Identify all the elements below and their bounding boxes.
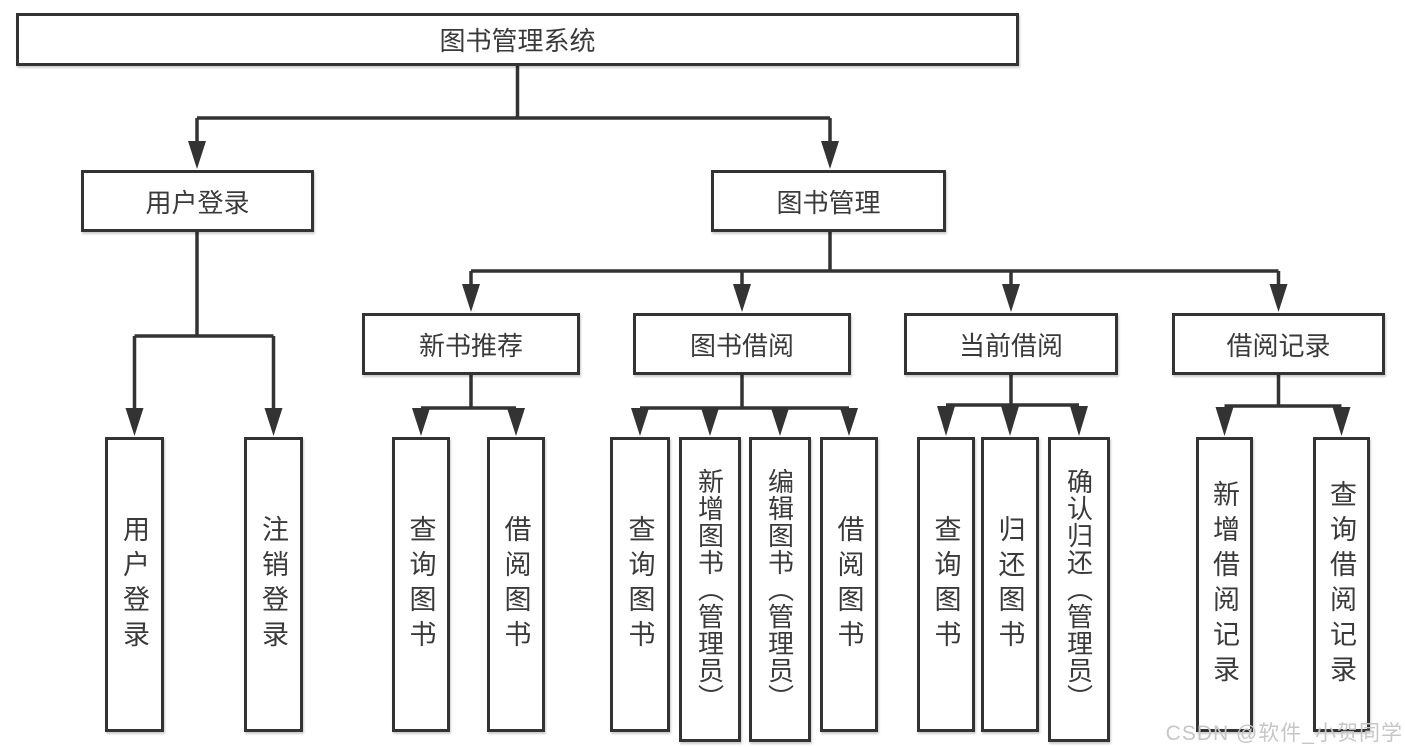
node-current-borrowing: 当前借阅	[904, 313, 1118, 375]
node-new-book-recommendation-label: 新书推荐	[418, 330, 523, 361]
leaf-return-books-label: 归还图书	[994, 514, 1025, 655]
node-book-borrowing: 图书借阅	[633, 313, 851, 375]
node-book-borrowing-label: 图书借阅	[689, 330, 794, 361]
node-book-management: 图书管理	[711, 170, 946, 232]
leaf-confirm-return-admin-label: 确认归还（管理员）	[1063, 468, 1094, 711]
leaf-borrow-books-newbook: 借阅图书	[487, 437, 545, 732]
leaf-borrow-books-newbook-label: 借阅图书	[500, 514, 531, 655]
leaf-edit-books-admin: 编辑图书（管理员）	[749, 437, 811, 742]
leaf-user-login: 用户登录	[105, 437, 164, 732]
leaf-add-books-admin-label: 新增图书（管理员）	[694, 468, 725, 711]
leaf-confirm-return-admin: 确认归还（管理员）	[1048, 437, 1110, 742]
node-current-borrowing-label: 当前借阅	[958, 330, 1063, 361]
node-user-login: 用户登录	[81, 170, 314, 232]
leaf-query-borrow-record-label: 查询借阅记录	[1326, 479, 1356, 690]
leaf-borrow-books-borrowing-label: 借阅图书	[833, 514, 864, 655]
node-user-login-label: 用户登录	[145, 187, 250, 218]
connector-new-book-children	[412, 374, 525, 436]
leaf-return-books: 归还图书	[981, 437, 1039, 732]
leaf-query-books-newbook: 查询图书	[392, 437, 450, 732]
connector-root-to-level2	[188, 64, 839, 169]
leaf-add-borrow-record: 新增借阅记录	[1196, 437, 1253, 732]
leaf-user-login-label: 用户登录	[119, 514, 149, 655]
connector-book-management-children	[462, 231, 1288, 312]
leaf-edit-books-admin-label: 编辑图书（管理员）	[764, 468, 795, 711]
node-borrowing-records-label: 借阅记录	[1226, 330, 1331, 361]
leaf-logout-label: 注销登录	[258, 514, 288, 655]
connector-borrow-records-children	[1215, 374, 1351, 436]
node-new-book-recommendation: 新书推荐	[362, 313, 580, 375]
leaf-add-borrow-record-label: 新增借阅记录	[1209, 479, 1239, 690]
leaf-add-books-admin: 新增图书（管理员）	[679, 437, 741, 742]
leaf-query-borrow-record: 查询借阅记录	[1313, 437, 1370, 732]
connector-current-borrow-children	[937, 374, 1088, 436]
leaf-borrow-books-borrowing: 借阅图书	[820, 437, 878, 732]
leaf-logout: 注销登录	[244, 437, 303, 732]
node-borrowing-records: 借阅记录	[1172, 313, 1385, 375]
leaf-query-books-borrowing-label: 查询图书	[624, 514, 655, 655]
node-library-management-system-label: 图书管理系统	[439, 26, 596, 56]
leaf-query-books-borrowing: 查询图书	[610, 437, 670, 732]
leaf-query-books-current: 查询图书	[917, 437, 975, 732]
node-book-management-label: 图书管理	[776, 187, 881, 218]
leaf-query-books-current-label: 查询图书	[930, 514, 961, 655]
connector-book-borrow-children	[631, 374, 858, 436]
leaf-query-books-newbook-label: 查询图书	[405, 514, 436, 655]
csdn-watermark: CSDN @软件_小贺同学	[1165, 722, 1403, 745]
node-library-management-system: 图书管理系统	[16, 13, 1019, 66]
connector-user-login-children	[125, 231, 283, 436]
